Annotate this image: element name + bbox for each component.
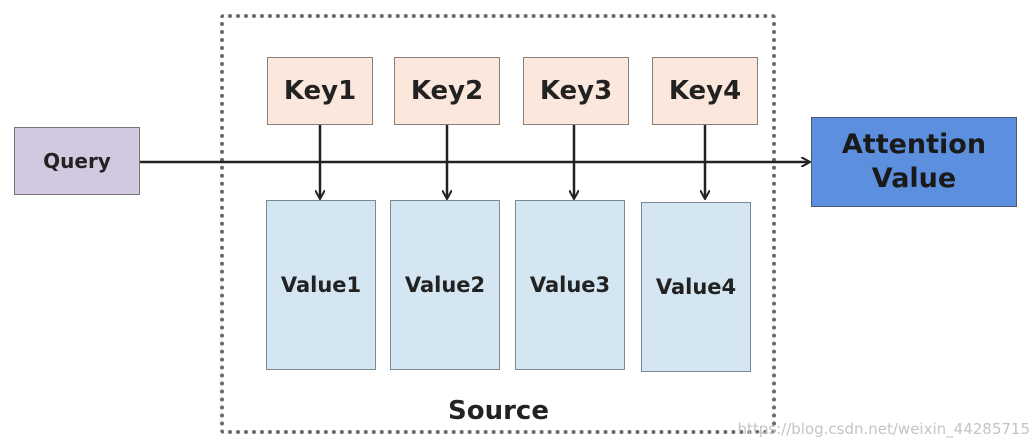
attention-label-line2: Value	[871, 163, 957, 194]
key4-label: Key4	[668, 76, 742, 106]
attention-label-line1: Attention	[841, 129, 987, 161]
value1-box: Value1	[266, 200, 376, 370]
key2-label: Key2	[410, 76, 484, 106]
value4-label: Value4	[655, 275, 737, 299]
value3-box: Value3	[515, 200, 625, 370]
key1-label: Key1	[283, 76, 357, 106]
value4-box: Value4	[641, 202, 751, 372]
query-label: Query	[43, 149, 111, 173]
value1-label: Value1	[280, 273, 362, 297]
query-box: Query	[14, 127, 140, 195]
value2-label: Value2	[404, 273, 486, 297]
key3-box: Key3	[523, 57, 629, 125]
attention-value-box: Attention Value	[811, 117, 1017, 207]
key2-box: Key2	[394, 57, 500, 125]
source-label: Source	[448, 396, 549, 426]
source-frame	[220, 14, 776, 434]
key3-label: Key3	[539, 76, 613, 106]
value2-box: Value2	[390, 200, 500, 370]
key4-box: Key4	[652, 57, 758, 125]
value3-label: Value3	[529, 273, 611, 297]
key1-box: Key1	[267, 57, 373, 125]
watermark: https://blog.csdn.net/weixin_44285715	[737, 420, 1030, 438]
